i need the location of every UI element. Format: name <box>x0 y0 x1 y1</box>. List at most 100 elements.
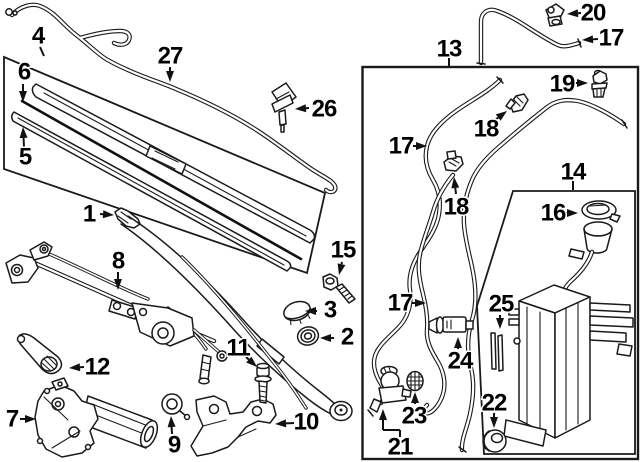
bracket-hole <box>208 403 220 415</box>
callout-17a: 17 <box>582 23 626 53</box>
neck-clip <box>568 248 585 260</box>
callout-26: 26 <box>295 94 339 124</box>
callout-3-arrowhead <box>305 307 316 315</box>
callout-16-arrowhead <box>567 209 578 217</box>
callout-19: 19 <box>548 69 588 99</box>
washer-group-box-13 <box>361 65 640 461</box>
callout-7: 7 <box>4 404 36 434</box>
callout-17c-label: 17 <box>388 290 413 317</box>
callout-18a-arrow-line <box>494 116 499 121</box>
washer-pump-21 <box>367 365 412 417</box>
rear-washer-nozzle-19 <box>591 69 608 98</box>
callout-27-label: 27 <box>158 43 183 70</box>
callout-9: 9 <box>166 416 183 460</box>
grommet-22 <box>482 429 507 453</box>
callout-6-label: 6 <box>18 59 31 86</box>
callout-20-label: 20 <box>581 0 606 27</box>
grommet-9 <box>161 393 191 421</box>
wiper-motor-7 <box>34 377 159 458</box>
callout-20-arrowhead <box>567 9 579 18</box>
callout-25-label: 25 <box>489 291 514 318</box>
callout-26-arrowhead <box>295 104 307 113</box>
callout-9-label: 9 <box>168 432 181 459</box>
callout-2: 2 <box>320 322 356 352</box>
callout-24-arrowhead <box>454 337 462 348</box>
callout-2-label: 2 <box>341 324 354 351</box>
callout-19-label: 19 <box>550 71 575 98</box>
reservoir-tank <box>503 284 634 447</box>
callout-17a-label: 17 <box>599 25 624 52</box>
callout-23: 23 <box>400 392 429 431</box>
callout-4-leader <box>39 46 45 57</box>
pump-outlet <box>369 398 382 413</box>
pump-seal-23 <box>406 370 424 392</box>
callout-21-arrowhead <box>379 409 387 420</box>
bracket-hole <box>251 405 263 417</box>
callout-20: 20 <box>567 0 608 28</box>
pivot-cap-3 <box>283 300 311 326</box>
callout-12: 12 <box>69 352 112 382</box>
callout-17c: 17 <box>386 288 426 318</box>
callout-22: 22 <box>480 388 509 428</box>
group-box-4-outline <box>3 55 327 275</box>
callout-18b: 18 <box>442 177 471 222</box>
callout-18a: 18 <box>472 111 507 144</box>
callout-21-label: 21 <box>388 434 413 461</box>
level-sensor-24 <box>428 316 474 334</box>
callout-8-arrowhead <box>114 279 122 290</box>
callout-11-label: 11 <box>226 335 250 362</box>
callout-10: 10 <box>275 407 321 437</box>
callout-27: 27 <box>156 41 185 82</box>
wiper-arm-1 <box>114 207 353 422</box>
tank-mount-fins <box>589 302 634 343</box>
callout-12-arrowhead <box>69 363 81 372</box>
arm-head-cap <box>114 207 141 229</box>
callout-2-arrowhead <box>320 334 331 342</box>
callout-17b-label: 17 <box>389 133 414 160</box>
reservoir-group-box-14 <box>476 190 636 455</box>
wiper-blade-refill <box>20 99 303 261</box>
callout-9-arrowhead <box>167 416 176 428</box>
callout-10-label: 10 <box>294 409 319 436</box>
callout-15-arrow-line <box>340 261 343 265</box>
callout-7-label: 7 <box>6 406 19 433</box>
callout-8-label: 8 <box>112 248 125 275</box>
group-box-14-outline <box>476 190 636 455</box>
callout-24-label: 24 <box>448 348 474 375</box>
callout-15: 15 <box>329 235 358 275</box>
callout-23-arrowhead <box>411 392 419 403</box>
callout-4-label: 4 <box>32 23 46 50</box>
callout-25-arrowhead <box>496 318 504 329</box>
callout-5: 5 <box>17 127 34 172</box>
callout-17b-arrowhead <box>416 142 427 150</box>
callout-18b-arrowhead <box>451 177 460 189</box>
callout-13-label: 13 <box>437 36 462 63</box>
wiper-blade-beam <box>31 83 316 244</box>
callout-layer: 1234567891011121314151617171718181920212… <box>4 0 626 462</box>
link-arm-12 <box>16 333 63 375</box>
callout-13: 13 <box>435 34 464 66</box>
hose-clip-18b <box>443 150 464 172</box>
callout-18a-label: 18 <box>474 116 499 143</box>
callout-11-arrowhead <box>246 356 257 367</box>
callout-14: 14 <box>559 157 589 190</box>
callout-18b-label: 18 <box>444 194 469 221</box>
callout-16-label: 16 <box>541 200 566 227</box>
rear-washer-hose-top <box>476 10 582 64</box>
callout-17a-arrowhead <box>582 35 594 44</box>
second-wiper-arm <box>180 255 308 410</box>
callout-14-label: 14 <box>561 159 587 186</box>
callout-21: 21 <box>379 409 415 462</box>
mount-grommet-2 <box>296 326 320 346</box>
callout-1-arrowhead <box>102 210 114 219</box>
callout-4: 4 <box>30 21 48 57</box>
group-box-13-outline <box>361 65 640 461</box>
filler-neck <box>560 221 613 300</box>
callout-22-label: 22 <box>482 390 507 417</box>
hose-end-fitting <box>5 8 13 16</box>
hose-clip-18a <box>505 93 529 113</box>
callout-16: 16 <box>539 198 578 228</box>
callout-3: 3 <box>305 295 339 325</box>
